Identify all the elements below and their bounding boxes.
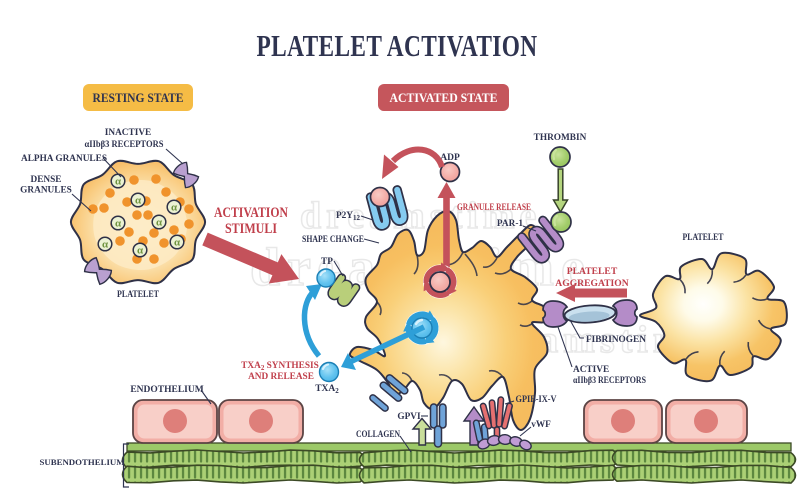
svg-text:α: α	[115, 176, 122, 188]
svg-text:PAR-1: PAR-1	[497, 219, 524, 229]
svg-text:TP: TP	[321, 257, 333, 267]
svg-text:α: α	[135, 195, 142, 207]
svg-text:RESTING STATE: RESTING STATE	[93, 91, 184, 105]
svg-text:PLATELET: PLATELET	[567, 266, 618, 277]
svg-text:PLATELET: PLATELET	[117, 290, 160, 300]
svg-text:COLLAGEN: COLLAGEN	[356, 430, 400, 440]
svg-text:vWF: vWF	[531, 420, 551, 430]
svg-text:AGGREGATION: AGGREGATION	[555, 278, 628, 289]
svg-text:ACTIVATED STATE: ACTIVATED STATE	[390, 91, 498, 105]
svg-text:GRANULE RELEASE: GRANULE RELEASE	[457, 203, 531, 213]
svg-text:TXA2 SYNTHESIS: TXA2 SYNTHESIS	[241, 361, 319, 372]
svg-text:ACTIVE: ACTIVE	[573, 365, 609, 375]
svg-text:ADP: ADP	[440, 153, 460, 163]
svg-text:TXA2: TXA2	[315, 384, 339, 395]
svg-text:GPIB-IX-V: GPIB-IX-V	[516, 395, 557, 405]
svg-text:STIMULI: STIMULI	[225, 221, 277, 237]
svg-text:P2Y12: P2Y12	[336, 211, 361, 222]
svg-text:ENDOTHELIUM: ENDOTHELIUM	[130, 385, 203, 395]
svg-text:αIIbβ3 RECEPTORS: αIIbβ3 RECEPTORS	[573, 376, 646, 386]
svg-text:α: α	[156, 217, 163, 229]
svg-text:GRANULES: GRANULES	[20, 186, 72, 196]
svg-text:ALPHA GRANULES: ALPHA GRANULES	[21, 154, 107, 164]
svg-text:AND RELEASE: AND RELEASE	[248, 372, 314, 382]
svg-text:SHAPE CHANGE: SHAPE CHANGE	[302, 235, 364, 245]
svg-text:FIBRINOGEN: FIBRINOGEN	[586, 335, 646, 345]
svg-text:THROMBIN: THROMBIN	[534, 133, 587, 143]
svg-text:SUBENDOTHELIUM: SUBENDOTHELIUM	[39, 457, 125, 467]
svg-text:DENSE: DENSE	[30, 175, 61, 185]
svg-text:α: α	[171, 202, 178, 214]
svg-text:α: α	[102, 239, 109, 251]
svg-text:α: α	[137, 245, 144, 257]
svg-text:INACTIVE: INACTIVE	[105, 128, 152, 138]
svg-text:ACTIVATION: ACTIVATION	[214, 205, 288, 221]
svg-text:α: α	[174, 237, 181, 249]
svg-text:αIIbβ3 RECEPTORS: αIIbβ3 RECEPTORS	[85, 140, 164, 150]
svg-text:α: α	[115, 218, 122, 230]
svg-text:PLATELET: PLATELET	[683, 233, 725, 243]
svg-text:GPVI: GPVI	[397, 412, 421, 422]
svg-text:dreamstime: dreamstime	[300, 195, 541, 237]
svg-text:PLATELET ACTIVATION: PLATELET ACTIVATION	[257, 28, 538, 63]
